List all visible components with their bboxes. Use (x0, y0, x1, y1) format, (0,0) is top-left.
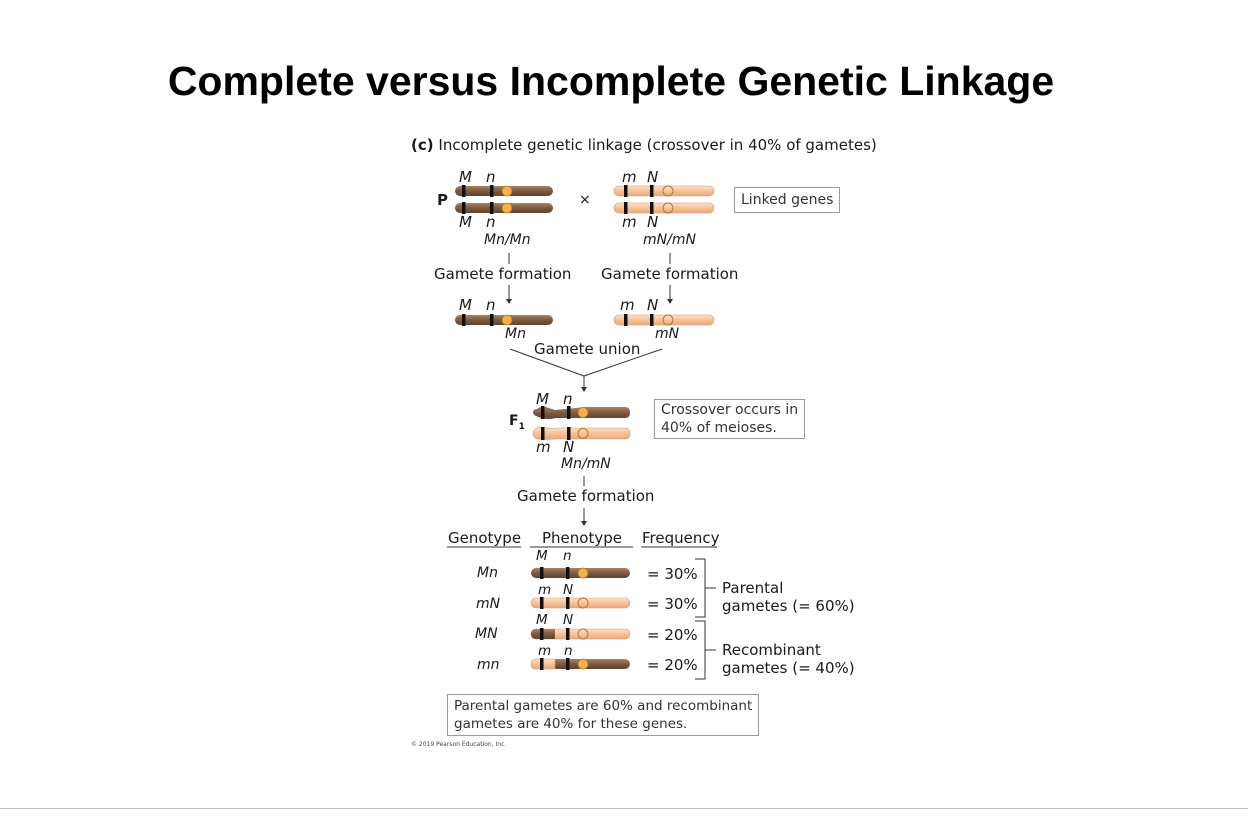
group-label-line: Parental (722, 579, 784, 597)
row-genotype: mn (477, 657, 500, 673)
f1-label-text: F (509, 413, 519, 429)
parent-right-genotype: mN/mN (643, 232, 696, 248)
crossover-note-line: Crossover occurs in (661, 402, 799, 418)
row-genotype: mN (476, 596, 501, 612)
row-genotype: Mn (477, 565, 498, 581)
parent-left-chromosome-top (455, 185, 553, 197)
allele-label: M (536, 390, 549, 408)
crossover-note: Crossover occurs in 40% of meioses. (654, 399, 806, 439)
header-genotype: Genotype (448, 529, 522, 547)
f1-chromosome-top (533, 406, 630, 419)
result-chromosome-Mn (531, 567, 630, 579)
group-label-line: gametes (= 60%) (722, 597, 855, 615)
parent-right-chromosome-bottom (613, 202, 715, 214)
gamete-right-chromosome (613, 314, 715, 326)
allele-label: M (459, 296, 472, 314)
allele-label: n (486, 213, 496, 231)
header-frequency: Frequency (642, 529, 720, 547)
parent-left-genotype: Mn/Mn (484, 232, 531, 248)
gamete-formation-label-left: Gamete formation (434, 265, 572, 283)
slide-title: Complete versus Incomplete Genetic Linka… (167, 58, 1055, 104)
allele-label: n (486, 168, 496, 186)
allele-label: n (486, 296, 496, 314)
f1-genotype: Mn/mN (561, 456, 611, 472)
parent-left-chromosome-bottom (455, 202, 553, 214)
parent-right-chromosome-top (613, 185, 715, 197)
gamete-formation-label-right: Gamete formation (601, 265, 739, 283)
recombinant-group-label: Recombinant gametes (= 40%) (722, 641, 855, 677)
bottom-divider (0, 808, 1248, 809)
allele-label: m (538, 582, 552, 598)
row-frequency: = 30% (647, 565, 698, 583)
f1-subscript: 1 (518, 421, 525, 432)
allele-label: n (564, 643, 573, 659)
allele-label: m (536, 438, 551, 456)
gamete-right-genotype: mN (655, 326, 680, 342)
allele-label: M (536, 548, 548, 564)
panel-caption: (c) Incomplete genetic linkage (crossove… (411, 136, 877, 154)
allele-label: m (622, 168, 637, 186)
copyright-notice: © 2019 Pearson Education, Inc. (411, 741, 507, 748)
allele-label: n (563, 548, 572, 564)
crossover-note-line: 40% of meioses. (661, 420, 777, 436)
summary-note-line: gametes are 40% for these genes. (454, 716, 688, 732)
row-genotype: MN (475, 626, 498, 642)
allele-label: M (536, 612, 548, 628)
allele-label: m (538, 643, 552, 659)
allele-label: M (459, 168, 472, 186)
panel-caption-text: Incomplete genetic linkage (crossover in… (438, 136, 877, 154)
p-generation-label: P (437, 191, 448, 209)
cross-symbol: × (579, 192, 591, 208)
row-frequency: = 30% (647, 595, 698, 613)
panel-letter: (c) (411, 136, 434, 154)
gamete-union-label: Gamete union (534, 340, 641, 358)
linked-genes-note: Linked genes (734, 187, 841, 213)
summary-note-line: Parental gametes are 60% and recombinant (454, 698, 753, 714)
allele-label: N (563, 438, 575, 456)
header-phenotype: Phenotype (542, 529, 622, 547)
result-chromosome-mN (530, 597, 631, 609)
result-chromosome-MN (530, 628, 631, 640)
allele-label: n (563, 390, 573, 408)
summary-note: Parental gametes are 60% and recombinant… (447, 694, 760, 736)
allele-label: N (647, 168, 659, 186)
f1-generation-label: F1 (509, 413, 525, 432)
allele-label: m (622, 213, 637, 231)
gamete-left-genotype: Mn (505, 326, 526, 342)
row-frequency: = 20% (647, 626, 698, 644)
result-chromosome-mn (530, 658, 630, 670)
gamete-formation-label-f1: Gamete formation (517, 487, 655, 505)
f1-chromosome-bottom (532, 426, 631, 440)
allele-label: N (647, 213, 659, 231)
group-label-line: Recombinant (722, 641, 821, 659)
allele-label: N (563, 612, 574, 628)
row-frequency: = 20% (647, 656, 698, 674)
allele-label: N (563, 582, 574, 598)
allele-label: m (620, 296, 635, 314)
allele-label: N (647, 296, 659, 314)
parental-group-label: Parental gametes (= 60%) (722, 579, 855, 615)
allele-label: M (459, 213, 472, 231)
gamete-left-chromosome (455, 314, 553, 326)
group-label-line: gametes (= 40%) (722, 659, 855, 677)
